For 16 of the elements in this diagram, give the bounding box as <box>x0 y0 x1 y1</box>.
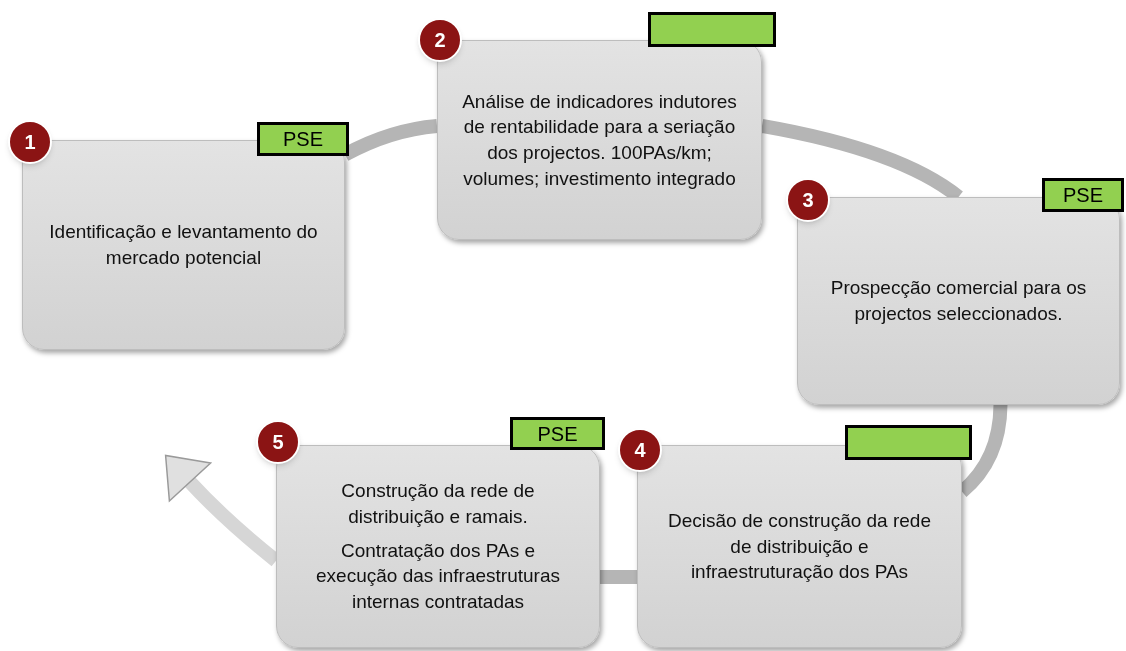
step-number-badge: 2 <box>418 18 462 62</box>
step-description: Prospecção comercial para os projectos seleccionados. <box>829 276 1088 326</box>
step-number-badge: 1 <box>8 120 52 164</box>
responsible-tag: PSE <box>510 417 605 450</box>
step-description: Construção da rede de distribuição e ramais. <box>340 479 536 530</box>
step-description: Decisão de construção da rede de distribuição e infraestruturação dos PAs <box>667 509 932 585</box>
responsible-tag: PSE <box>1042 178 1124 212</box>
step-number-badge: 5 <box>256 420 300 464</box>
responsible-tag <box>648 12 776 47</box>
step-number-badge: 4 <box>618 428 662 472</box>
step-description: Análise de indicadores indutores de rentabilidade para a seriação dos projectos. 100PAs/km; volumes; investimento integrado <box>462 89 737 191</box>
step-number-badge: 3 <box>786 178 830 222</box>
step-description: Identificação e levantamento do mercado potencial <box>48 220 319 270</box>
step-description: Contratação dos PAs e execução das infraestruturas internas contratadas <box>315 538 561 614</box>
responsible-tag <box>845 425 972 460</box>
responsible-tag: PSE <box>257 122 349 156</box>
